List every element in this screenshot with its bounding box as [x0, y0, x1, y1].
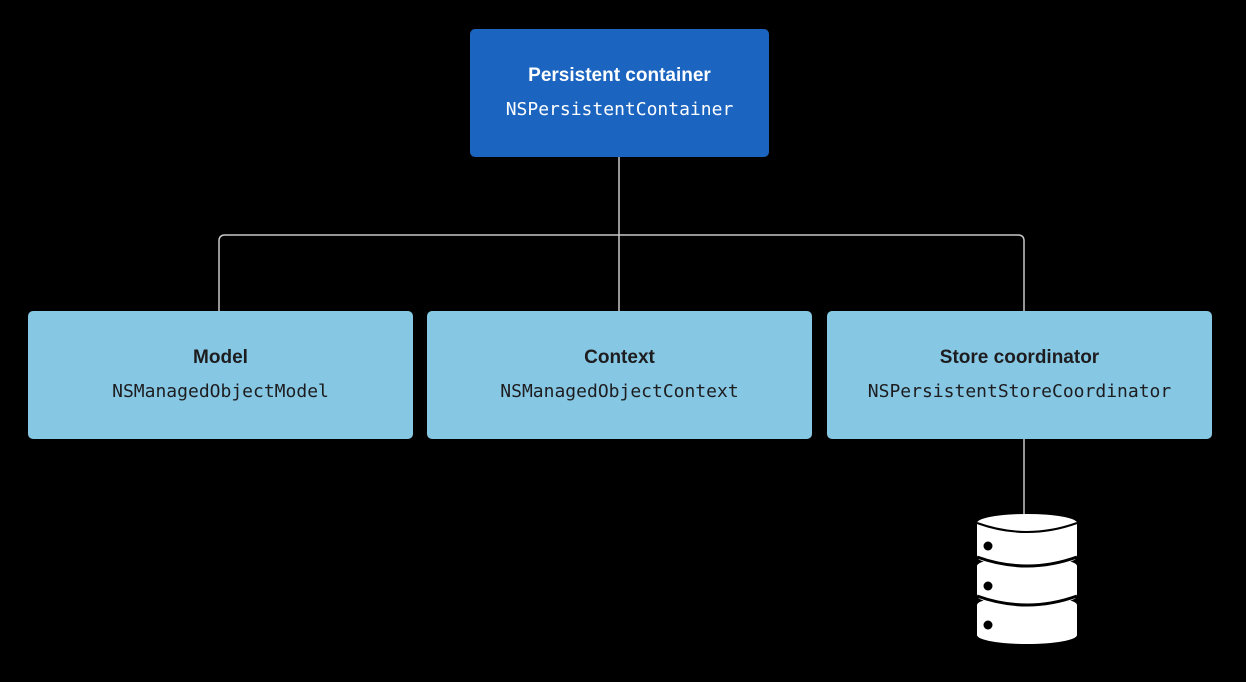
- node-class-name: NSPersistentContainer: [505, 99, 734, 120]
- database-icon: [976, 514, 1078, 644]
- model-node: Model NSManagedObjectModel: [28, 311, 413, 439]
- node-title: Model: [193, 347, 248, 368]
- node-title: Persistent container: [528, 65, 711, 86]
- context-node: Context NSManagedObjectContext: [427, 311, 812, 439]
- node-class-name: NSManagedObjectContext: [500, 381, 739, 402]
- node-class-name: NSManagedObjectModel: [112, 381, 329, 402]
- node-title: Store coordinator: [939, 347, 1100, 368]
- node-class-name: NSPersistentStoreCoordinator: [867, 381, 1172, 402]
- persistent-container-node: Persistent container NSPersistentContain…: [470, 29, 769, 157]
- connector-branch: [218, 234, 1025, 311]
- store-coordinator-node: Store coordinator NSPersistentStoreCoord…: [827, 311, 1212, 439]
- node-title: Context: [584, 347, 655, 368]
